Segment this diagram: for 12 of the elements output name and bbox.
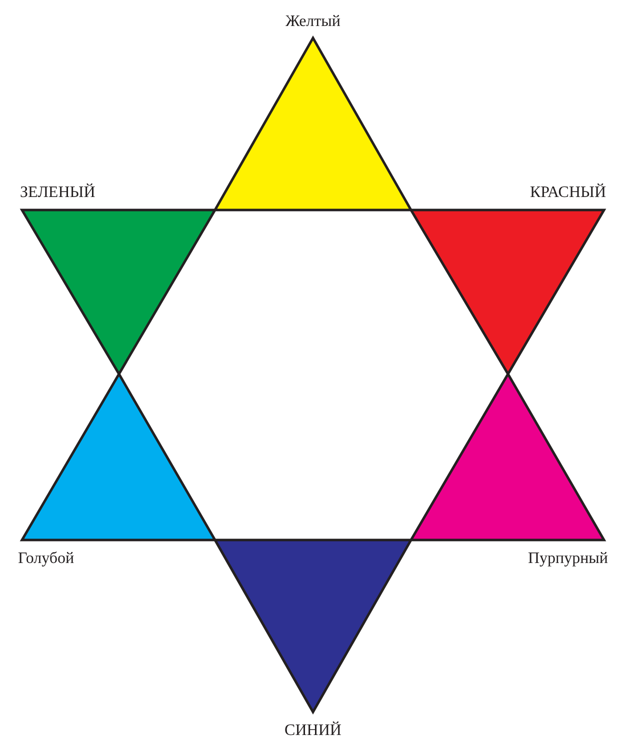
color-label: ЗЕЛЕНЫЙ <box>20 184 96 202</box>
color-label: Пурпурный <box>528 550 608 568</box>
color-triangle <box>212 35 414 212</box>
color-label: КРАСНЫЙ <box>530 184 606 202</box>
color-triangle <box>212 538 414 715</box>
color-triangle <box>20 372 218 542</box>
color-triangle <box>20 208 218 376</box>
color-triangle <box>408 208 606 376</box>
color-label: Голубой <box>18 550 74 568</box>
color-label: Желтый <box>286 13 340 31</box>
color-label: СИНИЙ <box>284 722 342 740</box>
color-triangle <box>408 372 606 542</box>
